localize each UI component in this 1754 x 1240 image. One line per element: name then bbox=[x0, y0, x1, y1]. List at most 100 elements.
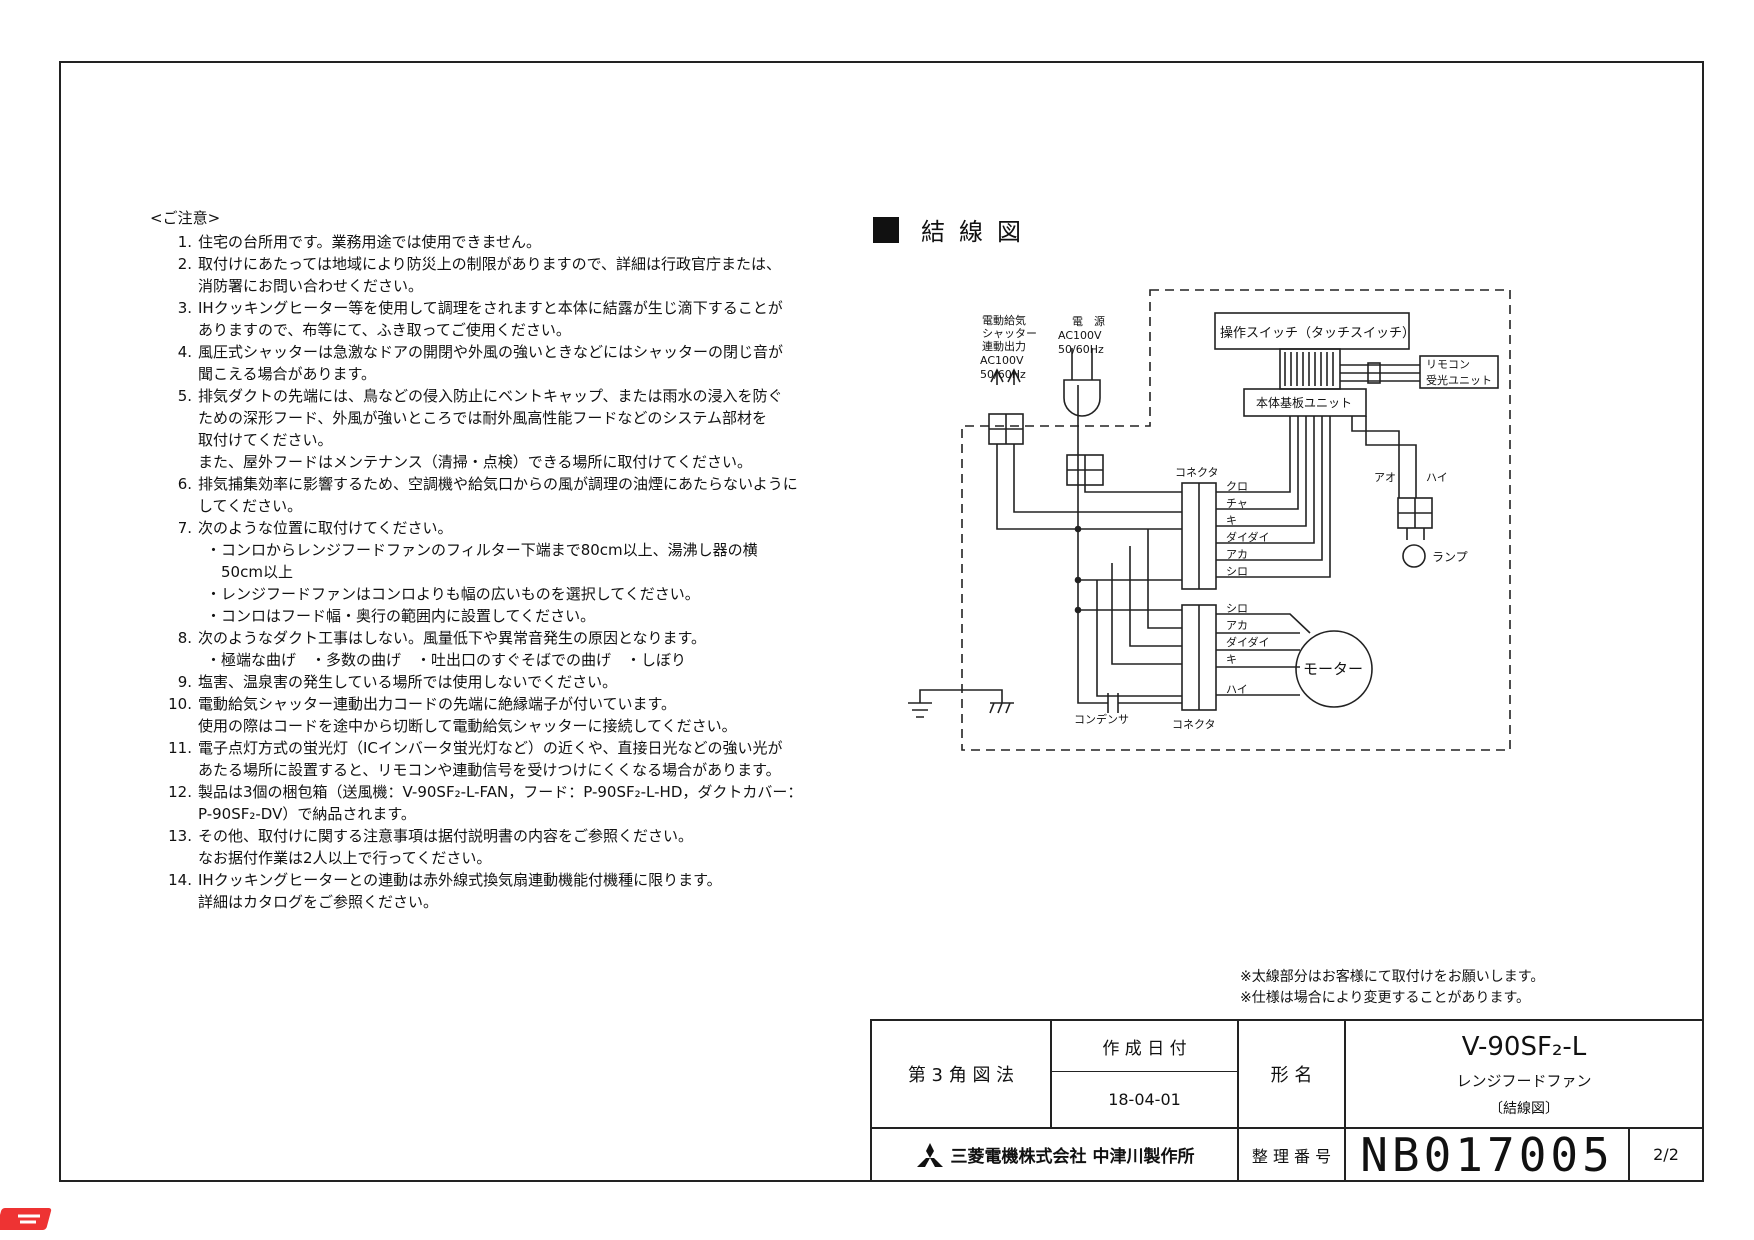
remark-2: ※仕様は場合により変更することがあります。 bbox=[1240, 990, 1531, 1006]
mitsubishi-logo-icon bbox=[916, 1142, 943, 1167]
note-number: 12. bbox=[168, 783, 192, 801]
note-body: 次のような位置に取付けてください。・コンロからレンジフードファンのフィルター下端… bbox=[198, 517, 758, 627]
note-line: その他、取付けに関する注意事項は据付説明書の内容をご参照ください。 bbox=[198, 827, 694, 845]
note-line: また、屋外フードはメンテナンス（清掃・点検）できる場所に取付けてください。 bbox=[198, 453, 752, 471]
note-number: 8. bbox=[177, 629, 192, 647]
shutter-label-1: 電動給気 bbox=[982, 313, 1026, 327]
product-name: レンジフードファン bbox=[1456, 1071, 1592, 1090]
remark-1: ※太線部分はお客様にて取付けをお願いします。 bbox=[1240, 969, 1545, 985]
motor-wire-hai: ハイ bbox=[1226, 683, 1248, 696]
note-line: P-90SF₂-DV）で納品されます。 bbox=[198, 805, 416, 823]
lamp-wire-hai: ハイ bbox=[1426, 471, 1448, 484]
connector-label-top: コネクタ bbox=[1175, 466, 1219, 479]
note-line: 住宅の台所用です。業務用途では使用できません。 bbox=[198, 233, 542, 251]
note-line: あたる場所に設置すると、リモコンや連動信号を受けつけにくくなる場合があります。 bbox=[198, 761, 781, 779]
note-body: 風圧式シャッターは急激なドアの開閉や外風の強いときなどにはシャッターの閉じ音が聞… bbox=[198, 341, 783, 385]
note-line: 塩害、温泉害の発生している場所では使用しないでください。 bbox=[198, 673, 618, 691]
power-label-1: 電 源 bbox=[1072, 314, 1105, 328]
projection-label: 第 3 角 図 法 bbox=[907, 1065, 1015, 1086]
note-item: 4.風圧式シャッターは急激なドアの開閉や外風の強いときなどにはシャッターの閉じ音… bbox=[150, 341, 850, 385]
note-item: 10. 電動給気シャッター連動出力コードの先端に絶縁端子が付いています。使用の際は… bbox=[150, 693, 850, 737]
note-line: 電子点灯方式の蛍光灯（ICインバータ蛍光灯など）の近くや、直接日光などの強い光が bbox=[198, 739, 783, 757]
notes-list: 1. 住宅の台所用です。業務用途では使用できません。 2. 取付けにあたっては地域によ… bbox=[150, 231, 850, 913]
note-line: ・レンジフードファンはコンロよりも幅の広いものを選択してください。 bbox=[206, 585, 700, 603]
note-item: 5. 排気ダクトの先端には、鳥などの侵入防止にベントキャップ、または雨水の浸入を防… bbox=[150, 385, 850, 473]
remarks: ※太線部分はお客様にて取付けをお願いします。 ※仕様は場合により変更することがあ… bbox=[1240, 967, 1544, 1009]
note-number: 7. bbox=[177, 519, 192, 537]
enclosure-boundary bbox=[961, 289, 1511, 751]
note-line: 電動給気シャッター連動出力コードの先端に絶縁端子が付いています。 bbox=[198, 695, 677, 713]
power-label-3: 50/60Hz bbox=[1058, 343, 1104, 356]
note-item: 9.塩害、温泉害の発生している場所では使用しないでください。 bbox=[150, 671, 850, 693]
note-line: IHクッキングヒーター等を使用して調理をされますと本体に結露が生じ滴下することが bbox=[198, 299, 783, 317]
note-number: 1. bbox=[177, 233, 192, 251]
connector-label-bottom: コネクタ bbox=[1172, 718, 1216, 731]
remote-label-2: 受光ユニット bbox=[1426, 373, 1492, 387]
note-body: 排気ダクトの先端には、鳥などの侵入防止にベントキャップ、または雨水の浸入を防ぐた… bbox=[198, 385, 783, 473]
note-line: 次のような位置に取付けてください。 bbox=[198, 519, 453, 537]
note-item: 13.その他、取付けに関する注意事項は据付説明書の内容をご参照ください。なお据付… bbox=[150, 825, 850, 869]
note-line: 使用の際はコードを途中から切断して電動給気シャッターに接続してください。 bbox=[198, 717, 737, 735]
wiring-diagram-title: 結線図 bbox=[873, 212, 1035, 247]
wire-daidai: ダイダイ bbox=[1226, 530, 1270, 544]
note-body: 電子点灯方式の蛍光灯（ICインバータ蛍光灯など）の近くや、直接日光などの強い光が… bbox=[198, 737, 782, 781]
model-label: 形 名 bbox=[1270, 1065, 1313, 1086]
shutter-label-5: 50/60Hz bbox=[980, 368, 1026, 381]
wire-aka: アカ bbox=[1226, 548, 1248, 561]
note-number: 14. bbox=[168, 871, 192, 889]
note-number: 3. bbox=[177, 299, 192, 317]
note-number: 10. bbox=[168, 695, 192, 713]
ref-number: NB017005 bbox=[1360, 1127, 1614, 1182]
shutter-label-4: AC100V bbox=[980, 354, 1024, 367]
model-value: V-90SF₂-L bbox=[1461, 1032, 1587, 1062]
note-item: 14.IHクッキングヒーターとの連動は赤外線式換気扇連動機能付機種に限ります。詳… bbox=[150, 869, 850, 913]
motor-wire-ki: キ bbox=[1226, 653, 1237, 666]
motor-symbol bbox=[1295, 630, 1373, 708]
switch-label: 操作スイッチ（タッチスイッチ） bbox=[1220, 325, 1415, 341]
wire-cha: チャ bbox=[1226, 497, 1248, 510]
note-line: 排気ダクトの先端には、鳥などの侵入防止にベントキャップ、または雨水の浸入を防ぐ bbox=[198, 387, 783, 405]
motor-label: モーター bbox=[1303, 660, 1363, 678]
note-item: 2. 取付けにあたっては地域により防災上の制限がありますので、詳細は行政官庁または… bbox=[150, 253, 850, 297]
caution-notes: <ご注意> 1. 住宅の台所用です。業務用途では使用できません。 2. 取付けにあたっ… bbox=[150, 207, 850, 913]
power-plug bbox=[1063, 379, 1101, 417]
note-item: 11.電子点灯方式の蛍光灯（ICインバータ蛍光灯など）の近くや、直接日光などの強… bbox=[150, 737, 850, 781]
note-number: 2. bbox=[177, 255, 192, 273]
board-label: 本体基板ユニット bbox=[1256, 396, 1352, 410]
note-line: してください。 bbox=[198, 497, 303, 515]
note-number: 5. bbox=[177, 387, 192, 405]
note-body: 排気捕集効率に影響するため、空調機や給気口からの風が調理の油煙にあたらないように… bbox=[198, 473, 798, 517]
note-item: 8.次のようなダクト工事はしない。風量低下や異常音発生の原因となります。・極端な… bbox=[150, 627, 850, 671]
note-line: 50cm以上 bbox=[206, 563, 293, 581]
note-number: 6. bbox=[177, 475, 192, 493]
power-label-2: AC100V bbox=[1058, 329, 1102, 342]
motor-wire-aka: アカ bbox=[1226, 619, 1248, 632]
switch-connector bbox=[1279, 348, 1341, 390]
date-value: 18-04-01 bbox=[1108, 1090, 1181, 1109]
lamp-symbol bbox=[1402, 544, 1426, 568]
note-body: 製品は3個の梱包箱（送風機：V-90SF₂-L-FAN，フード：P-90SF₂-… bbox=[198, 781, 802, 825]
note-body: 電動給気シャッター連動出力コードの先端に絶縁端子が付いています。使用の際はコード… bbox=[198, 693, 737, 737]
page-number: 2/2 bbox=[1653, 1145, 1679, 1164]
note-line: 聞こえる場合があります。 bbox=[198, 365, 377, 383]
shutter-label-3: 連動出力 bbox=[982, 339, 1026, 353]
note-item: 12. 製品は3個の梱包箱（送風機：V-90SF₂-L-FAN，フード：P-90S… bbox=[150, 781, 850, 825]
note-item: 7. 次のような位置に取付けてください。・コンロからレンジフードファンのフィルター… bbox=[150, 517, 850, 627]
date-label: 作 成 日 付 bbox=[1102, 1038, 1187, 1059]
note-line: 取付けてください。 bbox=[198, 431, 333, 449]
company-name: 三菱電機株式会社 中津川製作所 bbox=[872, 1129, 1237, 1180]
note-line: ための深形フード、外風が強いところでは耐外風高性能フードなどのシステム部材を bbox=[198, 409, 767, 427]
company-text: 三菱電機株式会社 中津川製作所 bbox=[950, 1147, 1195, 1167]
note-body: IHクッキングヒーター等を使用して調理をされますと本体に結露が生じ滴下することが… bbox=[198, 297, 783, 341]
note-body: 取付けにあたっては地域により防災上の制限がありますので、詳細は行政官庁または、消… bbox=[198, 253, 781, 297]
motor-wire-shiro: シロ bbox=[1226, 602, 1248, 615]
corner-logo-icon bbox=[0, 1208, 52, 1230]
doc-type: 〔結線図〕 bbox=[1489, 1101, 1559, 1117]
lamp-label: ランプ bbox=[1432, 550, 1468, 564]
remote-label-1: リモコン bbox=[1426, 358, 1470, 371]
note-line: 製品は3個の梱包箱（送風機：V-90SF₂-L-FAN，フード：P-90SF₂-… bbox=[198, 783, 803, 801]
note-number: 13. bbox=[168, 827, 192, 845]
shutter-label-2: シャッター bbox=[982, 327, 1037, 340]
notes-heading: <ご注意> bbox=[150, 209, 221, 227]
